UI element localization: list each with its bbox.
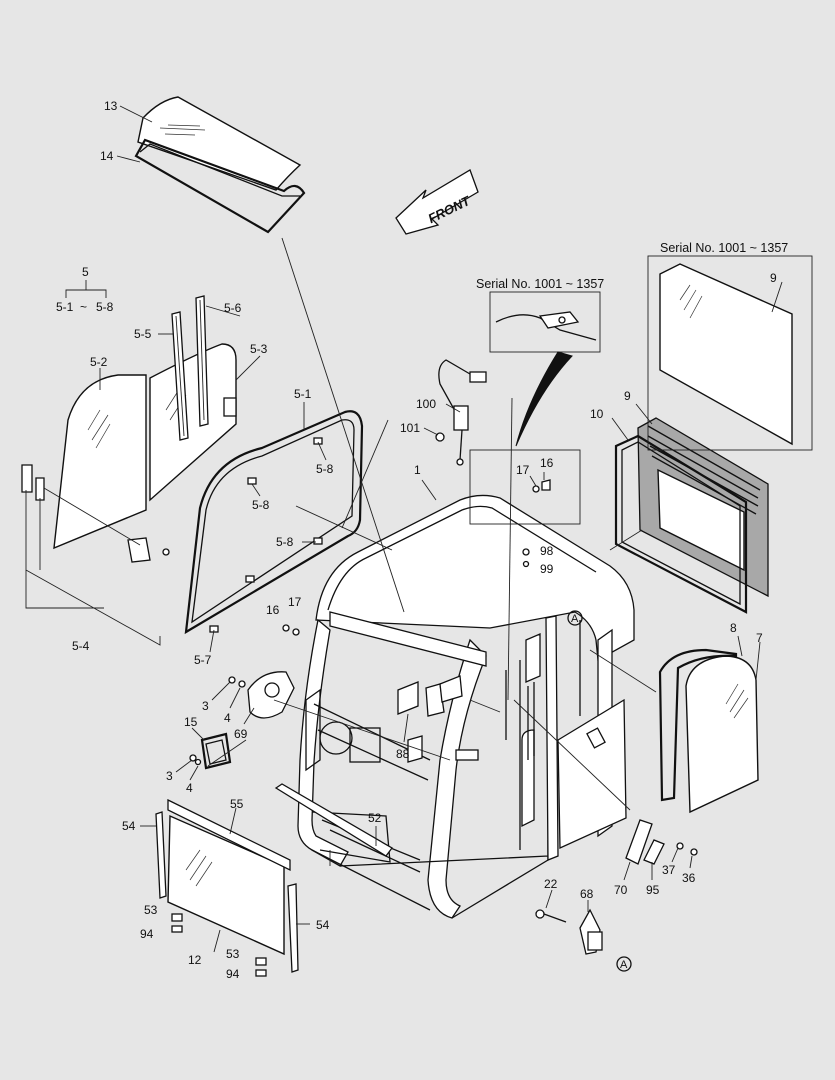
cab-frame-1 xyxy=(297,494,635,919)
bolt-22 xyxy=(535,909,567,923)
callout-101: 101 xyxy=(400,421,420,435)
callout-5-5: 5-5 xyxy=(134,327,152,341)
callout-99: 99 xyxy=(540,562,554,576)
callout-17-b: 17 xyxy=(288,595,302,609)
callout-4-a: 4 xyxy=(224,711,231,725)
leader-lines xyxy=(99,237,783,953)
crossbar-52 xyxy=(274,783,393,857)
callout-36: 36 xyxy=(682,871,696,885)
hinge-70 xyxy=(625,819,698,865)
reference-marker-a-top: A xyxy=(567,610,583,626)
callout-5-1-range: 5-1 xyxy=(56,300,74,314)
callout-53-b: 53 xyxy=(226,947,240,961)
callout-1: 1 xyxy=(414,463,421,477)
seal-54 xyxy=(155,811,299,973)
callout-3-b: 3 xyxy=(166,769,173,783)
callout-3-a: 3 xyxy=(202,699,209,713)
serial-detail-box-window xyxy=(647,255,813,451)
callout-88: 88 xyxy=(396,747,410,761)
callout-13: 13 xyxy=(104,99,118,113)
reference-marker-a-bottom-text: A xyxy=(620,959,628,971)
serial-label-bracket: Serial No. 1001 ~ 1357 xyxy=(476,277,604,291)
serial-detail-box-bracket xyxy=(489,291,601,353)
hinge-bracket-5-4 xyxy=(21,464,170,563)
pad-53b xyxy=(255,957,267,966)
washer-99 xyxy=(522,560,530,568)
pad-53 xyxy=(171,913,183,922)
callout-14: 14 xyxy=(100,149,114,163)
callout-tilde: ~ xyxy=(80,300,87,314)
cover-69 xyxy=(247,671,295,719)
callout-17-a: 17 xyxy=(516,463,530,477)
callout-70: 70 xyxy=(614,883,628,897)
front-direction-arrow: FRONT xyxy=(395,169,479,235)
callout-94-a: 94 xyxy=(140,927,154,941)
reference-marker-a-bottom: A xyxy=(616,956,632,972)
callout-5: 5 xyxy=(82,265,89,279)
callout-8: 8 xyxy=(730,621,737,635)
rail-55 xyxy=(167,798,291,872)
callout-94-b: 94 xyxy=(226,967,240,981)
callout-9-detail: 9 xyxy=(770,271,777,285)
callout-69: 69 xyxy=(234,727,248,741)
door-seal-8 xyxy=(658,648,738,802)
callout-5-8-range: 5-8 xyxy=(96,300,114,314)
cable-assembly-100 xyxy=(435,359,487,466)
callout-16-a: 16 xyxy=(540,456,554,470)
callout-5-3: 5-3 xyxy=(250,342,268,356)
latch-68 xyxy=(579,908,603,955)
callout-54-a: 54 xyxy=(122,819,136,833)
callout-95: 95 xyxy=(646,883,660,897)
rear-glass-9 xyxy=(637,417,769,598)
callout-5-6: 5-6 xyxy=(224,301,242,315)
callout-15: 15 xyxy=(184,715,198,729)
roof-glass-13 xyxy=(137,96,302,191)
callout-10: 10 xyxy=(590,407,604,421)
bolt-98 xyxy=(522,548,530,556)
callout-100: 100 xyxy=(416,397,436,411)
callout-5-1: 5-1 xyxy=(294,387,312,401)
callout-5-2: 5-2 xyxy=(90,355,108,369)
latch-5-3 xyxy=(223,397,237,417)
callout-53-a: 53 xyxy=(144,903,158,917)
callout-4-b: 4 xyxy=(186,781,193,795)
callout-5-7: 5-7 xyxy=(194,653,212,667)
callout-5-4: 5-4 xyxy=(72,639,90,653)
reference-marker-a-top-text: A xyxy=(571,613,579,625)
callout-5-8-b: 5-8 xyxy=(252,498,270,512)
callout-7: 7 xyxy=(756,631,763,645)
serial-label-window: Serial No. 1001 ~ 1357 xyxy=(660,241,788,255)
roof-seal-14 xyxy=(134,138,306,234)
callout-54-b: 54 xyxy=(316,918,330,932)
cover-15 xyxy=(200,732,232,770)
bolt-16 xyxy=(292,628,300,636)
callout-98: 98 xyxy=(540,544,554,558)
callout-9: 9 xyxy=(624,389,631,403)
callout-5-8-a: 5-8 xyxy=(316,462,334,476)
rail-5-5 xyxy=(171,311,189,441)
callout-labels: 13 14 5 5-1 ~ 5-8 5-6 5-5 5-3 5-2 5-1 5-… xyxy=(56,99,777,981)
pad-94 xyxy=(171,925,183,933)
door-frame-5-1 xyxy=(184,410,364,635)
rail-5-6 xyxy=(195,295,209,427)
door-glass-7 xyxy=(685,655,759,814)
pad-94b xyxy=(255,969,267,977)
callout-52: 52 xyxy=(368,811,382,825)
callout-22: 22 xyxy=(544,877,558,891)
callout-5-8-c: 5-8 xyxy=(276,535,294,549)
callout-68: 68 xyxy=(580,887,594,901)
detail-pointer xyxy=(515,351,573,447)
rear-frame-10 xyxy=(614,434,748,614)
side-glass-5-2 xyxy=(53,374,147,550)
callout-37: 37 xyxy=(662,863,676,877)
callout-12: 12 xyxy=(188,953,202,967)
callout-16-b: 16 xyxy=(266,603,280,617)
callout-55: 55 xyxy=(230,797,244,811)
